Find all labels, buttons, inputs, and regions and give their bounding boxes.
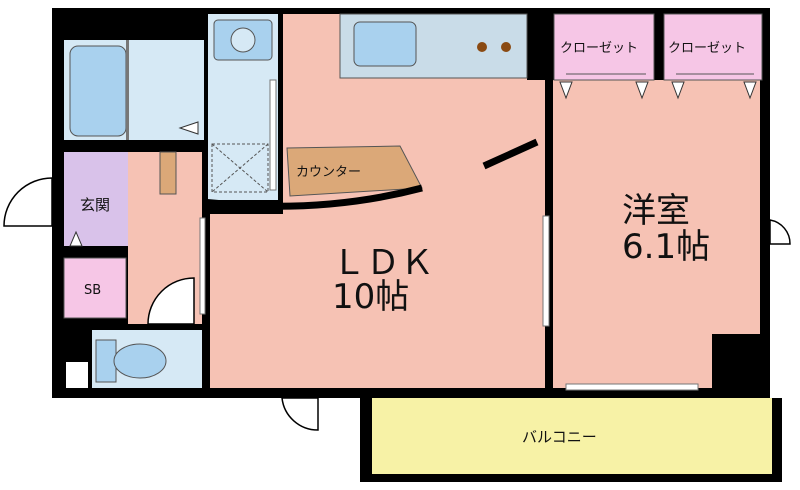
washbasin-bowl	[230, 27, 256, 53]
closet-white-niche	[66, 362, 88, 388]
ldk-balcony-door-swing	[281, 397, 319, 431]
western-window-swing	[769, 219, 791, 245]
stove-burner-left-icon	[477, 42, 487, 52]
hall-sliding-door	[199, 217, 206, 315]
bath-door-marker	[178, 121, 199, 135]
bath-divider	[126, 40, 129, 140]
washroom-sliding-door	[269, 79, 277, 191]
kitchen-sink	[353, 21, 417, 67]
shoe-box-label: SB	[84, 283, 101, 298]
western-room-name: 洋室	[622, 191, 690, 231]
closet-door-marker-4	[743, 81, 757, 100]
toilet-tank	[95, 339, 117, 383]
balcony-floor	[372, 398, 772, 474]
balcony-label: バルコニー	[522, 428, 597, 446]
stove-area	[460, 20, 520, 70]
western-balcony-window	[565, 383, 699, 391]
western-room-size: 6.1帖	[622, 227, 710, 267]
shoe-box	[63, 257, 127, 319]
washing-pan-cross-b	[211, 143, 269, 193]
ldk-western-sliding-door	[542, 215, 550, 327]
closet-right-label: クローゼット	[668, 41, 746, 56]
toilet-bowl	[113, 343, 167, 379]
entrance-door-marker	[69, 230, 83, 247]
closet-left	[553, 13, 655, 81]
entrance-door-swing	[3, 177, 53, 227]
bathtub	[69, 45, 127, 137]
closet-door-marker-2	[635, 81, 649, 100]
entrance-floor	[64, 152, 128, 246]
wall-stub	[482, 138, 539, 170]
closet-door-marker-3	[671, 81, 685, 100]
toilet-door-swing	[147, 277, 195, 325]
closet-right	[663, 13, 763, 81]
ldk-room-size: 10帖	[332, 277, 409, 317]
western-room-corner-wall	[712, 334, 760, 388]
stove-burner-right-icon	[501, 42, 511, 52]
ldk-room-name: ＬＤＫ	[332, 243, 434, 283]
closet-left-label: クローゼット	[560, 41, 638, 56]
entrance-label: 玄関	[80, 196, 110, 214]
hall-step	[159, 151, 177, 195]
closet-door-marker-1	[559, 81, 573, 100]
counter-label: カウンター	[296, 165, 361, 180]
